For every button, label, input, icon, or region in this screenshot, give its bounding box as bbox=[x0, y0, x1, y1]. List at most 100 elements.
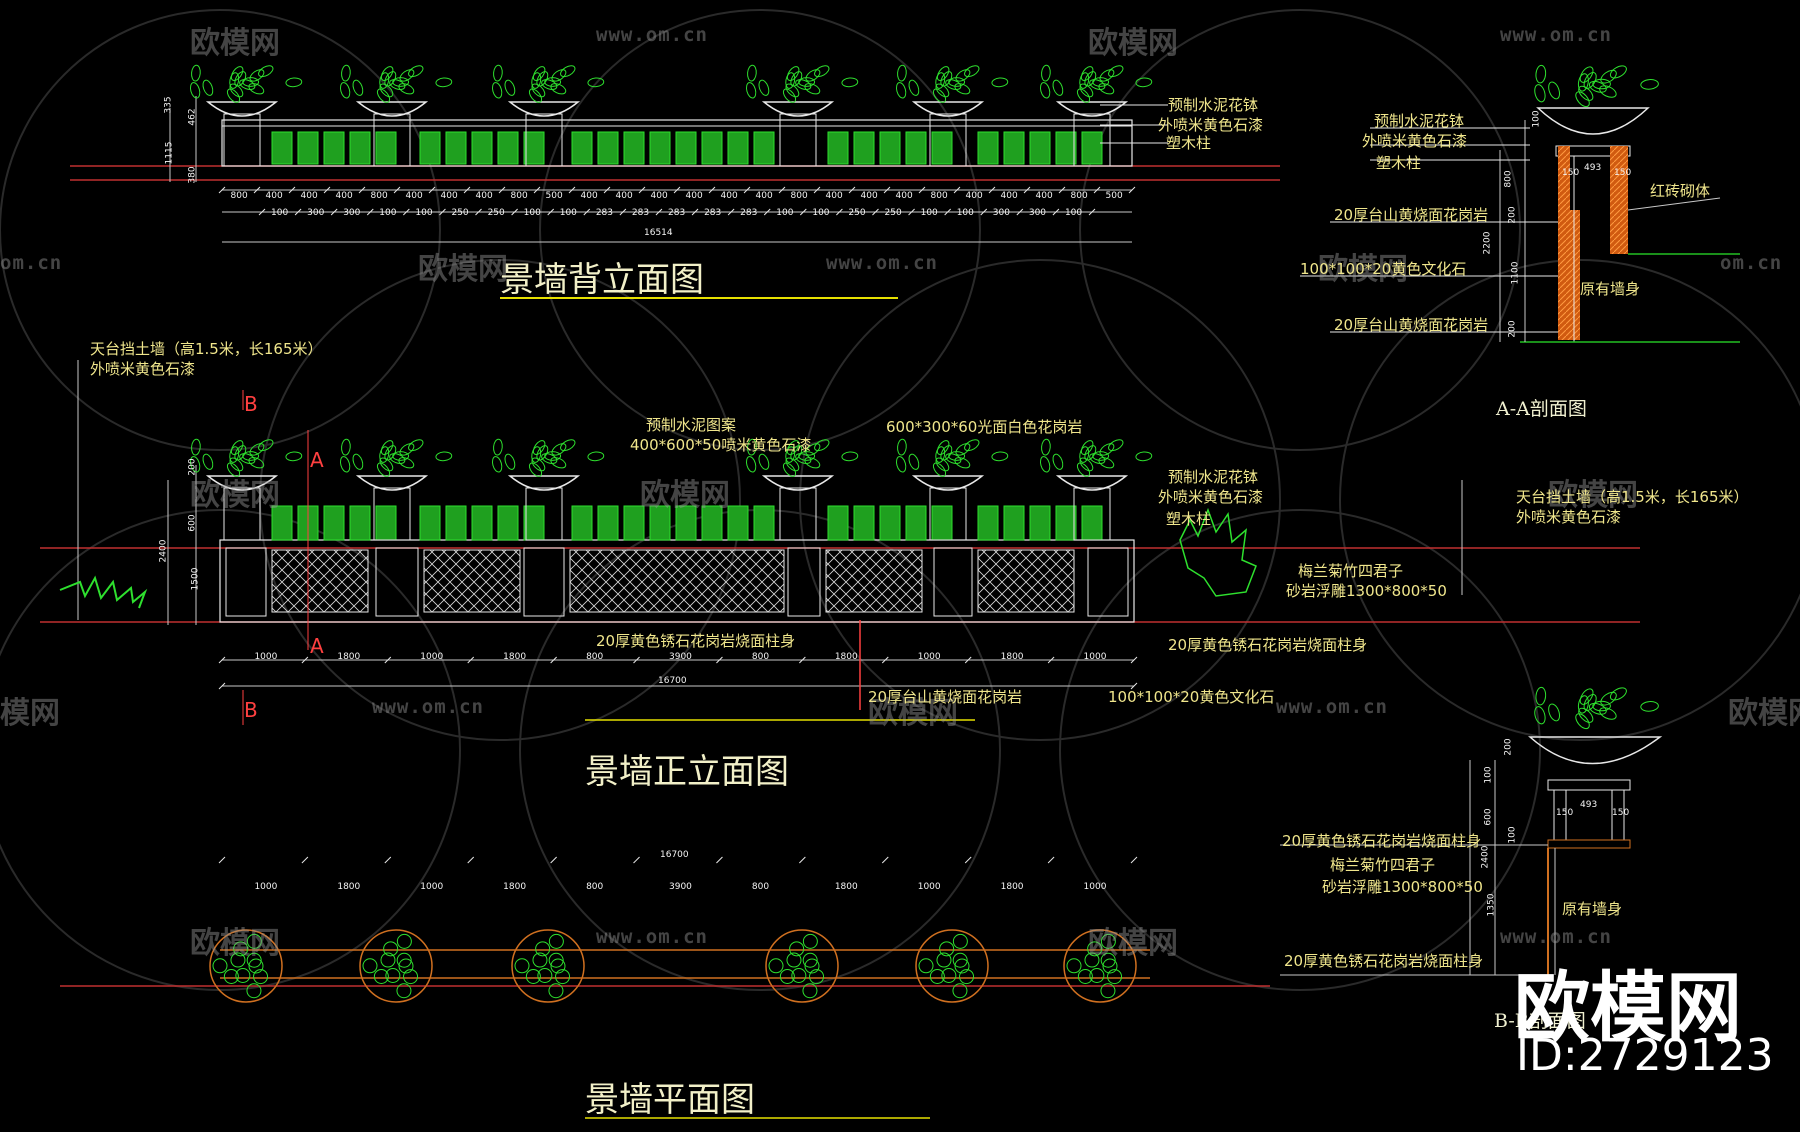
front-right-label: 外喷米黄色石漆 bbox=[1158, 488, 1264, 506]
back-bottom-dim: 300 bbox=[307, 208, 325, 218]
section-a-dim: 200 bbox=[1507, 206, 1518, 224]
section-b-label: 砂岩浮雕1300*800*50 bbox=[1322, 878, 1483, 896]
watermark-url: www.om.cn bbox=[826, 252, 938, 274]
plan-title: 景墙平面图 bbox=[585, 1080, 755, 1120]
plan-dim: 800 bbox=[586, 882, 604, 892]
section-a-label: 原有墙身 bbox=[1580, 280, 1641, 298]
section-a-dim: 493 bbox=[1584, 163, 1602, 173]
back-left-dim: 462 bbox=[187, 108, 198, 126]
back-top-dim: 400 bbox=[1035, 191, 1053, 201]
back-bottom-dim: 100 bbox=[379, 208, 397, 218]
section-a-dim: 2200 bbox=[1482, 231, 1493, 255]
plan-drawing bbox=[60, 929, 1270, 1119]
front-left-note: 外喷米黄色石漆 bbox=[90, 360, 196, 378]
back-left-dim: 335 bbox=[163, 96, 174, 114]
section-marker: B bbox=[244, 392, 258, 416]
back-bottom-dim: 250 bbox=[884, 208, 902, 218]
watermark-brand: 模网 bbox=[0, 696, 60, 731]
front-total-dim: 16700 bbox=[658, 676, 687, 686]
section-a-label: 20厚台山黄烧面花岗岩 bbox=[1334, 206, 1489, 224]
back-top-dim: 400 bbox=[755, 191, 773, 201]
back-top-dim: 800 bbox=[930, 191, 948, 201]
section-b-dim: 1350 bbox=[1486, 893, 1497, 917]
section-b-dim: 150 bbox=[1612, 808, 1630, 818]
section-b-label: 20厚黄色锈石花岗岩烧面柱身 bbox=[1282, 832, 1482, 850]
back-label: 预制水泥花钵 bbox=[1168, 96, 1259, 114]
front-bottom-dim: 1800 bbox=[337, 652, 361, 662]
watermark-url: om.cn bbox=[1720, 252, 1783, 274]
back-bottom-dim: 100 bbox=[920, 208, 938, 218]
back-left-dim: 1115 bbox=[164, 141, 175, 165]
section-a-dim: 800 bbox=[1503, 170, 1514, 188]
front-bottom-dim: 1000 bbox=[1083, 652, 1107, 662]
front-bottom-label: 20厚黄色锈石花岗岩烧面柱身 bbox=[596, 632, 796, 650]
section-a-label: 红砖砌体 bbox=[1650, 182, 1711, 200]
plan-total-dim: 16700 bbox=[660, 850, 689, 860]
front-bottom-dim: 3900 bbox=[669, 652, 692, 662]
section-b-label: 20厚黄色锈石花岗岩烧面柱身 bbox=[1284, 952, 1484, 970]
front-bottom-dim: 1000 bbox=[254, 652, 278, 662]
front-bottom-dim: 800 bbox=[751, 652, 770, 662]
back-bottom-dim: 250 bbox=[451, 208, 469, 218]
watermark-brand: 欧模网 bbox=[190, 26, 280, 61]
back-bottom-dim: 100 bbox=[415, 208, 433, 218]
section-a-dim: 150 bbox=[1614, 168, 1632, 178]
back-bottom-dim: 100 bbox=[559, 208, 577, 218]
front-left-dim: 600 bbox=[187, 514, 198, 532]
front-top-label: 600*300*60光面白色花岗岩 bbox=[886, 418, 1083, 436]
section-a-drawing bbox=[1300, 107, 1740, 343]
section-b-drawing bbox=[1280, 736, 1663, 976]
watermark-url: om.cn bbox=[0, 252, 63, 274]
back-top-dim: 800 bbox=[370, 191, 388, 201]
back-top-dim: 500 bbox=[1105, 191, 1123, 201]
section-a-label: 塑木柱 bbox=[1376, 154, 1422, 172]
section-a-title: A-A剖面图 bbox=[1496, 398, 1587, 420]
plan-dim: 1800 bbox=[1000, 882, 1024, 892]
section-a-label: 20厚台山黄烧面花岗岩 bbox=[1334, 316, 1489, 334]
back-bottom-dim: 300 bbox=[1028, 208, 1047, 218]
watermark-brand: 欧模网 bbox=[1548, 478, 1638, 513]
watermark-brand: 欧模网 bbox=[1088, 926, 1178, 961]
plan-dim: 1000 bbox=[420, 882, 444, 892]
front-right-label: 梅兰菊竹四君子 bbox=[1298, 562, 1404, 580]
front-right-note: 天台挡土墙（高1.5米，长165米） bbox=[1516, 488, 1749, 506]
section-b-dim: 150 bbox=[1556, 808, 1574, 818]
plan-dim: 3900 bbox=[669, 882, 692, 892]
section-b-dim: 200 bbox=[1503, 738, 1514, 756]
plan-dim: 1800 bbox=[834, 882, 858, 892]
plan-dim: 1800 bbox=[337, 882, 361, 892]
back-top-dim: 400 bbox=[965, 191, 983, 201]
back-top-dim: 400 bbox=[335, 191, 353, 201]
back-top-dim: 500 bbox=[545, 191, 563, 201]
back-top-dim: 400 bbox=[440, 191, 458, 201]
section-marker: A bbox=[310, 634, 324, 658]
front-top-label: 预制水泥图案 bbox=[646, 416, 737, 434]
back-elevation-drawing bbox=[70, 96, 1280, 299]
back-bottom-dim: 250 bbox=[487, 208, 505, 218]
section-b-dim: 600 bbox=[1483, 808, 1494, 826]
watermark-brand: 欧模网 bbox=[640, 478, 730, 513]
front-left-dim: 200 bbox=[187, 458, 198, 476]
back-top-dim: 400 bbox=[615, 191, 633, 201]
back-top-dim: 400 bbox=[685, 191, 703, 201]
back-bottom-dim: 100 bbox=[271, 208, 289, 218]
section-a-dim: 100 bbox=[1531, 110, 1542, 128]
back-bottom-dim: 100 bbox=[812, 208, 830, 218]
front-bottom-dim: 1800 bbox=[1000, 652, 1024, 662]
back-bottom-dim: 300 bbox=[343, 208, 361, 218]
plan-dim: 1000 bbox=[1083, 882, 1107, 892]
watermark-url: www.om.cn bbox=[372, 696, 484, 718]
front-bottom-dim: 1000 bbox=[420, 652, 444, 662]
back-bottom-dim: 283 bbox=[704, 208, 722, 218]
back-bottom-dim: 283 bbox=[595, 208, 613, 218]
plan-dim: 1800 bbox=[503, 882, 527, 892]
back-bottom-dim: 100 bbox=[956, 208, 974, 218]
brand-id: ID:2729123 bbox=[1516, 1030, 1774, 1081]
front-right-note: 外喷米黄色石漆 bbox=[1516, 508, 1622, 526]
front-right-label: 预制水泥花钵 bbox=[1168, 468, 1259, 486]
back-bottom-dim: 300 bbox=[992, 208, 1010, 218]
back-elevation-title: 景墙背立面图 bbox=[500, 260, 704, 300]
section-b-dim: 100 bbox=[1483, 766, 1494, 784]
back-top-dim: 800 bbox=[790, 191, 808, 201]
watermark-url: www.om.cn bbox=[1500, 24, 1612, 46]
